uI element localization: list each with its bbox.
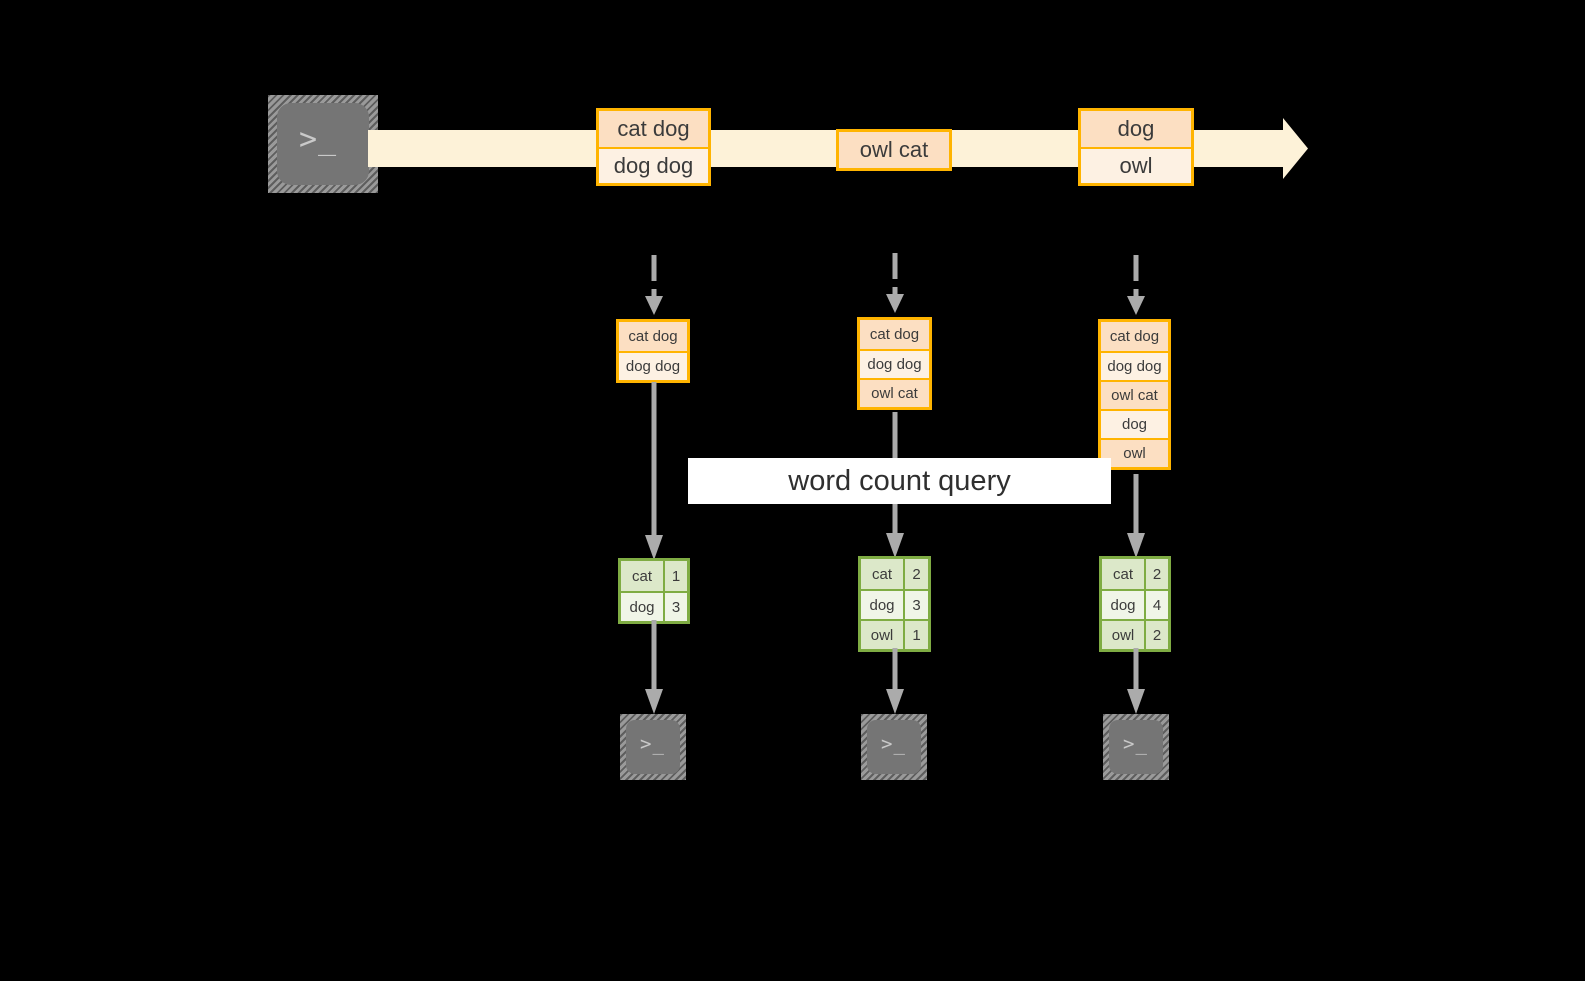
result-count: 2 (905, 559, 928, 589)
result-row: cat 1 (621, 561, 687, 591)
query-arrow-trigger-1 (644, 382, 664, 562)
result-row: owl 1 (861, 619, 928, 649)
result-word: cat (1102, 559, 1146, 589)
sink-arrow-trigger-1 (644, 620, 664, 716)
event-line: dog dog (599, 147, 708, 183)
query-arrow-trigger-3 (1126, 474, 1146, 560)
event-line: owl (1081, 147, 1191, 183)
input-table-trigger-1[interactable]: cat dog dog dog (616, 319, 690, 383)
input-row: cat dog (860, 320, 929, 349)
result-word: owl (1102, 621, 1146, 649)
input-row: dog dog (619, 351, 687, 380)
sink-terminal-icon-trigger-3: >_ (1103, 714, 1169, 780)
terminal-prompt-glyph: >_ (640, 733, 665, 755)
result-table-trigger-3[interactable]: cat 2 dog 4 owl 2 (1099, 556, 1171, 652)
stream-event-batch-2[interactable]: owl cat (836, 129, 952, 171)
result-count: 3 (665, 593, 687, 621)
input-table-trigger-2[interactable]: cat dog dog dog owl cat (857, 317, 932, 410)
result-word: cat (621, 561, 665, 591)
ingest-arrow-dashed-trigger-3 (1124, 255, 1148, 317)
result-row: cat 2 (861, 559, 928, 589)
input-row: dog dog (860, 349, 929, 378)
terminal-prompt-glyph: >_ (881, 733, 906, 755)
result-table-trigger-1[interactable]: cat 1 dog 3 (618, 558, 690, 624)
sink-terminal-icon-trigger-2: >_ (861, 714, 927, 780)
terminal-prompt-glyph: >_ (299, 122, 338, 157)
input-row: cat dog (619, 322, 687, 351)
input-table-trigger-3[interactable]: cat dog dog dog owl cat dog owl (1098, 319, 1171, 470)
result-word: dog (621, 593, 665, 621)
source-terminal-icon: >_ (268, 95, 378, 193)
input-row: owl cat (860, 378, 929, 407)
result-word: owl (861, 621, 905, 649)
result-count: 1 (665, 561, 687, 591)
result-row: owl 2 (1102, 619, 1168, 649)
input-row: owl (1101, 438, 1168, 467)
input-row: dog (1101, 409, 1168, 438)
terminal-screen: >_ (277, 103, 369, 185)
input-row: cat dog (1101, 322, 1168, 351)
event-line: dog (1081, 111, 1191, 147)
stream-arrow-right-icon (1265, 118, 1308, 179)
sink-arrow-trigger-2 (885, 648, 905, 716)
ingest-arrow-dashed-trigger-2 (883, 253, 907, 315)
event-line: cat dog (599, 111, 708, 147)
ingest-arrow-dashed-trigger-1 (642, 255, 666, 317)
result-count: 3 (905, 591, 928, 619)
input-row: owl cat (1101, 380, 1168, 409)
result-row: dog 3 (861, 589, 928, 619)
event-line: owl cat (839, 132, 949, 168)
sink-arrow-trigger-3 (1126, 648, 1146, 716)
result-word: dog (1102, 591, 1146, 619)
result-count: 1 (905, 621, 928, 649)
query-label: word count query (688, 458, 1111, 504)
result-table-trigger-2[interactable]: cat 2 dog 3 owl 1 (858, 556, 931, 652)
result-count: 2 (1146, 621, 1168, 649)
result-row: cat 2 (1102, 559, 1168, 589)
terminal-screen: >_ (626, 720, 680, 774)
stream-event-batch-3[interactable]: dog owl (1078, 108, 1194, 186)
terminal-screen: >_ (867, 720, 921, 774)
result-row: dog 4 (1102, 589, 1168, 619)
query-label-text: word count query (788, 464, 1011, 497)
result-word: dog (861, 591, 905, 619)
sink-terminal-icon-trigger-1: >_ (620, 714, 686, 780)
input-row: dog dog (1101, 351, 1168, 380)
result-count: 2 (1146, 559, 1168, 589)
result-word: cat (861, 559, 905, 589)
result-count: 4 (1146, 591, 1168, 619)
result-row: dog 3 (621, 591, 687, 621)
terminal-screen: >_ (1109, 720, 1163, 774)
terminal-prompt-glyph: >_ (1123, 733, 1148, 755)
stream-event-batch-1[interactable]: cat dog dog dog (596, 108, 711, 186)
